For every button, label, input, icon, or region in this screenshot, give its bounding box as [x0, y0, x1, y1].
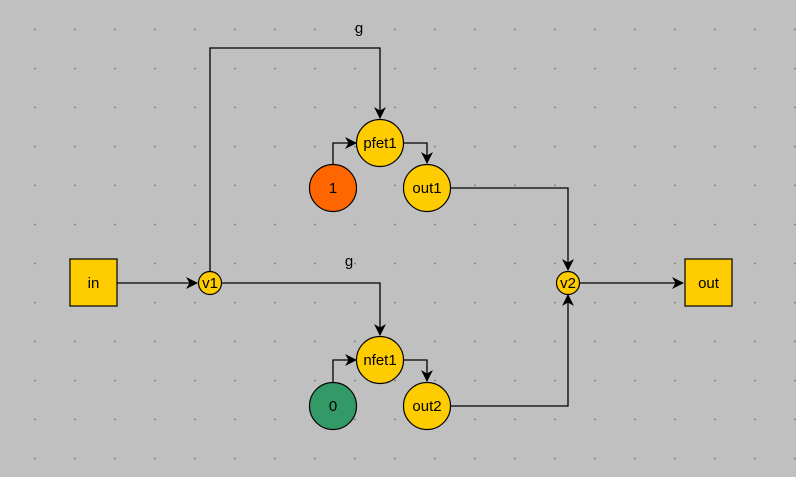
node-const-one[interactable]: 1 [308, 163, 358, 213]
node-in[interactable]: in [69, 258, 118, 307]
node-in-label: in [88, 275, 100, 292]
node-const-one-circle [308, 163, 358, 213]
edge-v1-to-nfet1[interactable] [222, 282, 386, 336]
edge-v1-to-pfet1[interactable] [209, 47, 386, 272]
edge-pfet1-to-out1[interactable] [403, 142, 433, 164]
node-v1-label: v1 [202, 275, 218, 292]
node-out2-label: out2 [412, 398, 441, 415]
node-v1[interactable]: v1 [197, 270, 223, 296]
edge-out2-to-v2[interactable] [451, 294, 574, 407]
node-v2-circle [555, 270, 581, 296]
node-const-zero[interactable]: 0 [308, 381, 358, 431]
node-const-one-label: 1 [329, 180, 337, 197]
edge-const1-to-pfet1[interactable] [332, 137, 357, 164]
node-out-box [684, 258, 733, 307]
node-const-zero-circle [308, 381, 358, 431]
node-out[interactable]: out [684, 258, 733, 307]
node-nfet1[interactable]: nfet1 [355, 335, 405, 385]
node-out1[interactable]: out1 [402, 163, 452, 213]
edge-label-g-pfet: g [355, 20, 363, 37]
edge-const0-to-nfet1[interactable] [332, 354, 357, 383]
edge-label-g-nfet: g [345, 253, 353, 270]
node-nfet1-circle [355, 335, 405, 385]
node-out2[interactable]: out2 [402, 381, 452, 431]
edge-out1-to-v2[interactable] [451, 187, 574, 271]
node-pfet1-label: pfet1 [363, 135, 396, 152]
node-nfet1-label: nfet1 [363, 352, 396, 369]
node-v2[interactable]: v2 [555, 270, 581, 296]
node-pfet1[interactable]: pfet1 [355, 118, 405, 168]
edge-nfet1-to-out2[interactable] [404, 359, 433, 382]
node-pfet1-circle [355, 118, 405, 168]
node-out2-circle [402, 381, 452, 431]
node-out1-label: out1 [412, 180, 441, 197]
node-v1-circle [197, 270, 223, 296]
node-out-label: out [698, 275, 720, 292]
node-out1-circle [402, 163, 452, 213]
node-const-zero-label: 0 [329, 398, 337, 415]
node-in-box [69, 258, 118, 307]
node-v2-label: v2 [560, 275, 576, 292]
